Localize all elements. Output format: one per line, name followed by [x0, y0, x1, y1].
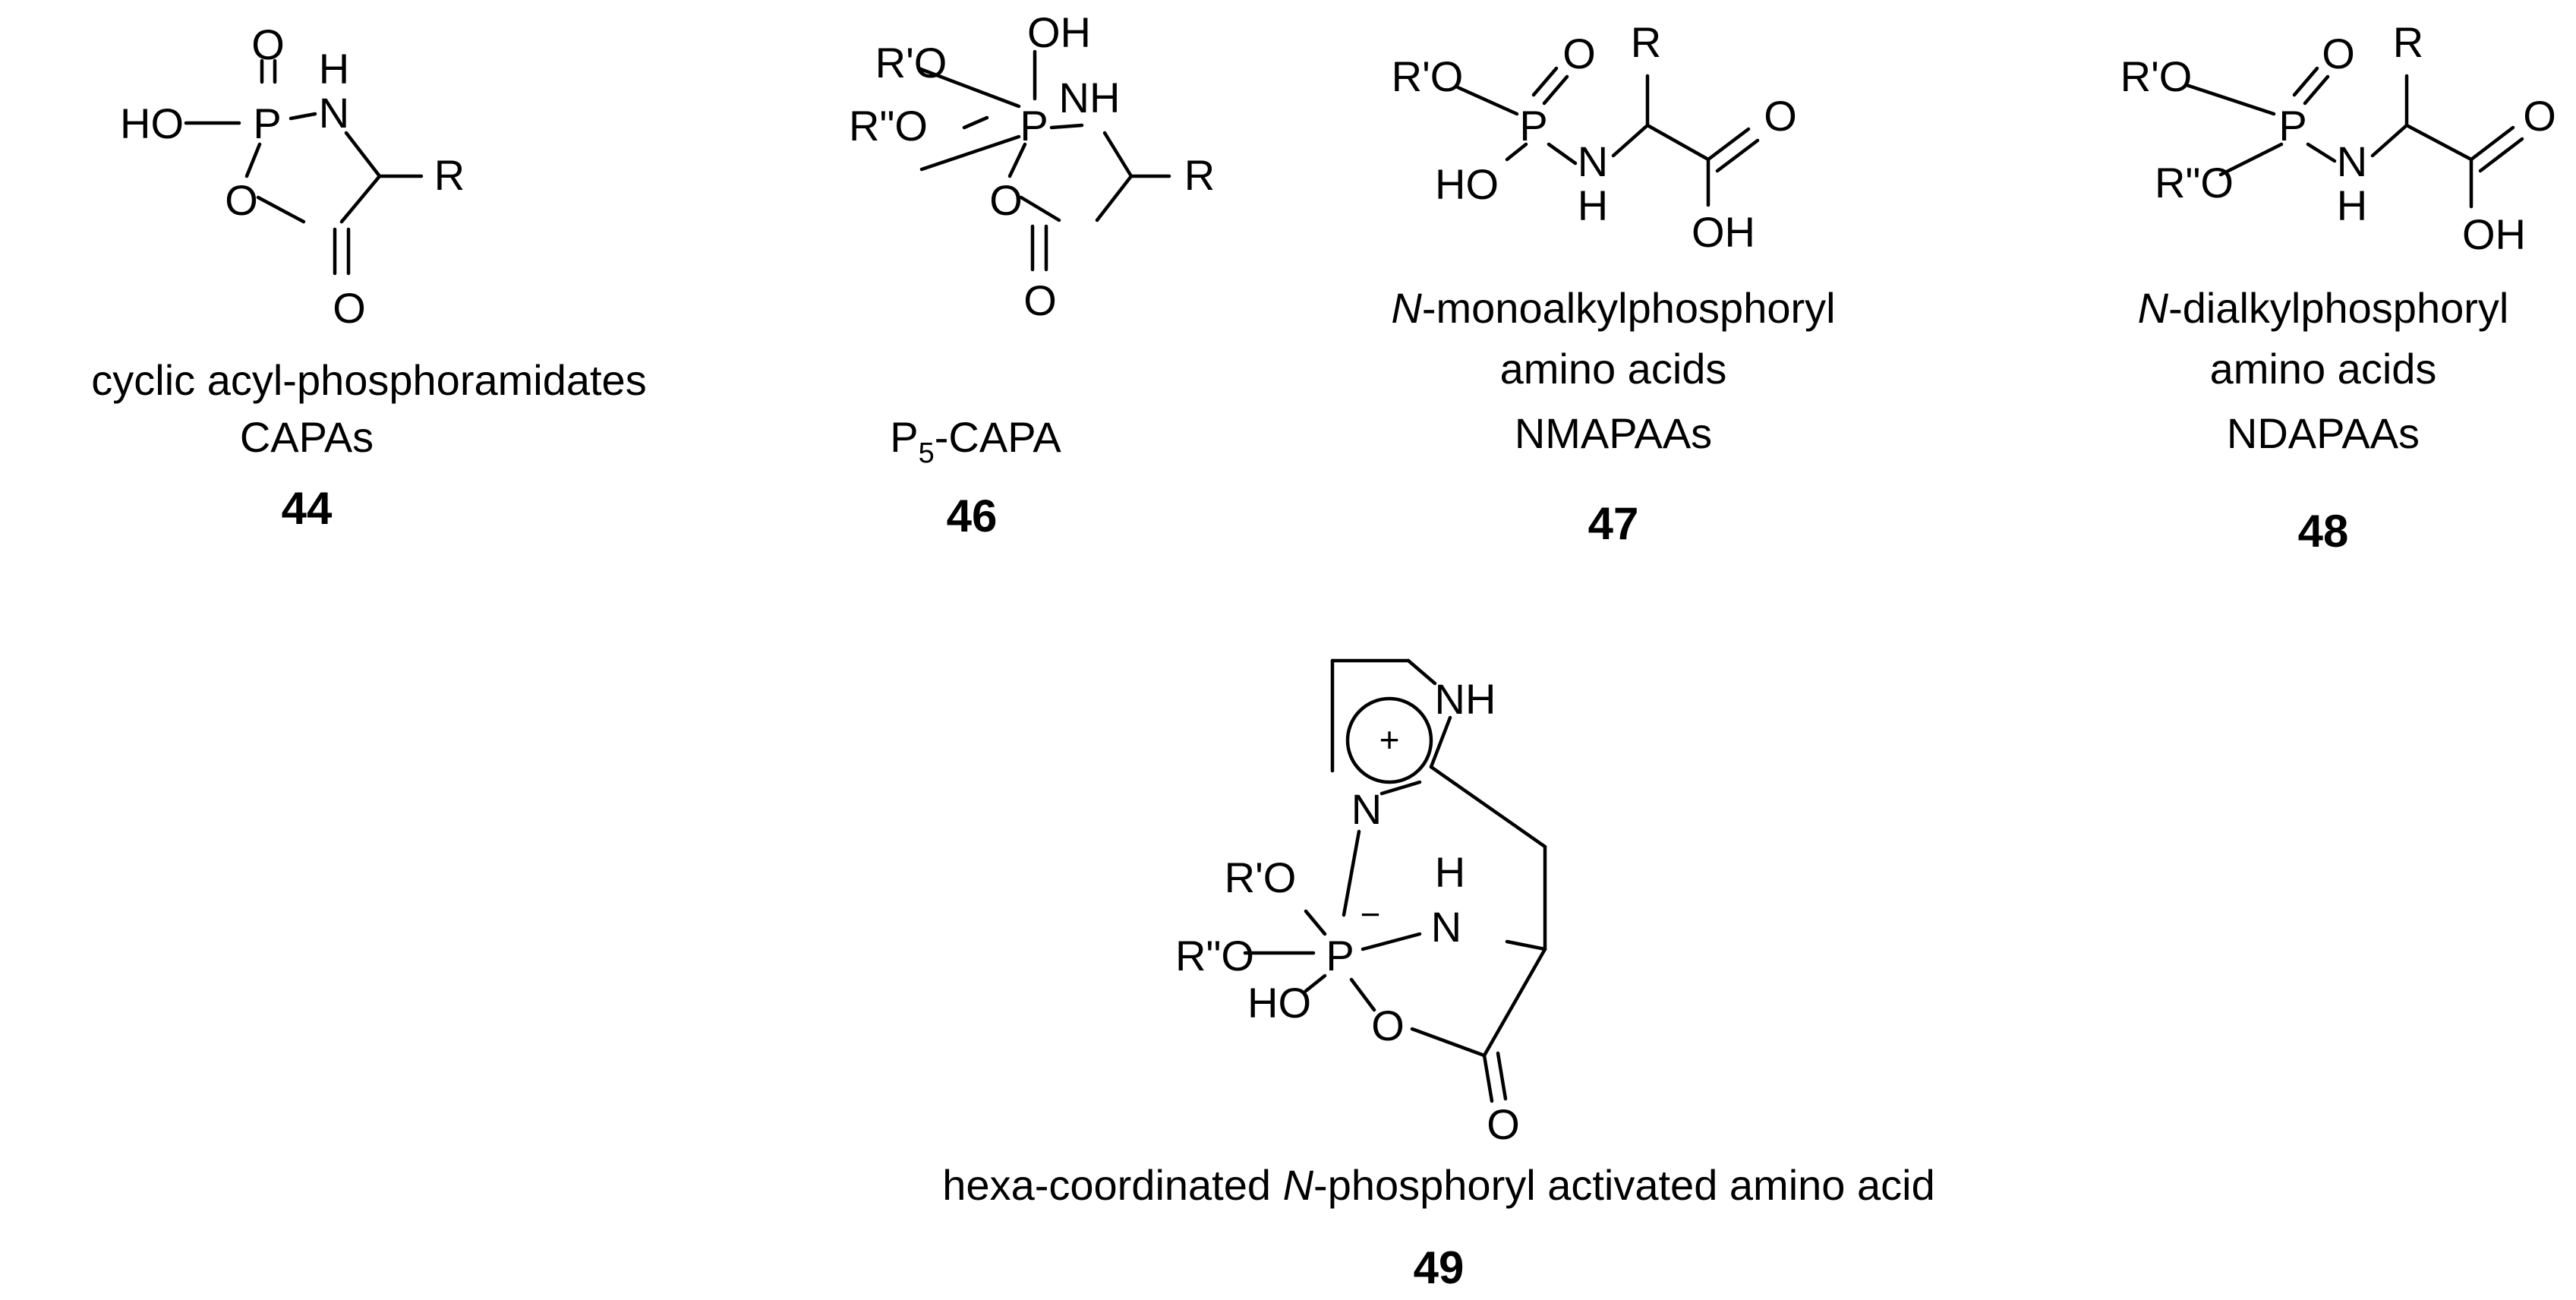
r-47: R: [1631, 18, 1661, 66]
oh-48: OH: [2462, 210, 2526, 258]
acid-o-47: O: [1764, 92, 1797, 140]
n-ring-49: N: [1351, 785, 1382, 833]
n-48: N: [2337, 137, 2367, 185]
h-44: H: [319, 45, 349, 93]
caption-48-line3: NDAPAAs: [2227, 409, 2420, 457]
ho-44: HO: [120, 99, 184, 147]
n-47: N: [1578, 137, 1608, 185]
carbonyl-o-44: O: [333, 284, 366, 332]
label-46: 46: [947, 491, 998, 541]
ho-49: HO: [1247, 979, 1311, 1027]
rppo-46: R"O: [849, 102, 928, 150]
structure-48: R'O O P R"O N H R O OH N-dialkylphosphor…: [2120, 18, 2556, 557]
nh-46: NH: [1059, 74, 1121, 121]
ring-o-49: O: [1371, 1002, 1405, 1049]
p-47: P: [1519, 102, 1547, 150]
caption-44-line2: CAPAs: [240, 413, 374, 461]
rpo-46: R'O: [875, 39, 947, 87]
oh-47: OH: [1692, 208, 1755, 256]
h-49: H: [1435, 848, 1465, 896]
structure-44: O H HO P N R O O cyclic acyl-phosphorami…: [91, 21, 646, 534]
acid-o-48: O: [2523, 92, 2556, 140]
oxo-o-48: O: [2322, 30, 2355, 77]
rpo-49: R'O: [1225, 854, 1297, 901]
p-48: P: [2278, 102, 2306, 150]
label-48: 48: [2298, 506, 2349, 557]
aromatic-ring-circle: [1345, 696, 1433, 784]
label-47: 47: [1588, 498, 1639, 549]
caption-49: hexa-coordinated N-phosphoryl activated …: [942, 1161, 1934, 1209]
structure-46: OH R'O R"O P NH R O O P5-CAPA 46: [849, 8, 1215, 541]
n-49: N: [1431, 903, 1461, 951]
ring-o-46: O: [989, 176, 1023, 224]
structure-47: R'O O P HO N H R O OH N-monoalkylphospho…: [1391, 18, 1835, 549]
rppo-48: R"O: [2155, 159, 2234, 207]
label-44: 44: [282, 483, 333, 534]
label-49: 49: [1414, 1242, 1465, 1293]
structure-49: + NH N R'O H − R"O P N HO O O hexa-coord…: [942, 658, 1935, 1293]
p-44: P: [253, 99, 281, 147]
h-47: H: [1578, 181, 1608, 229]
caption-47-line2: amino acids: [1500, 345, 1727, 393]
rppo-49: R"O: [1175, 932, 1254, 980]
ring-o-44: O: [225, 176, 258, 224]
minus-charge: −: [1361, 895, 1381, 934]
carbonyl-o-46: O: [1023, 276, 1057, 324]
r-48: R: [2393, 18, 2423, 66]
rpo-47: R'O: [1392, 52, 1464, 100]
caption-47-line3: NMAPAAs: [1515, 409, 1712, 457]
r-44: R: [434, 151, 465, 199]
oxo-o-44: O: [251, 21, 285, 68]
r-46: R: [1184, 151, 1215, 199]
p-49: P: [1326, 932, 1354, 980]
rpo-48: R'O: [2120, 52, 2193, 100]
nh-49: NH: [1435, 675, 1496, 723]
ho-47: HO: [1435, 160, 1499, 208]
caption-46: P5-CAPA: [890, 413, 1061, 469]
plus-charge: +: [1379, 720, 1400, 759]
oxo-o-47: O: [1562, 30, 1596, 77]
n-44: N: [319, 89, 349, 137]
caption-48-line1: N-dialkylphosphoryl: [2138, 284, 2509, 332]
h-48: H: [2337, 181, 2367, 229]
caption-47-line1: N-monoalkylphosphoryl: [1391, 284, 1835, 332]
oh-46: OH: [1027, 8, 1091, 56]
caption-48-line2: amino acids: [2210, 345, 2437, 393]
carbonyl-o-49: O: [1487, 1100, 1520, 1148]
caption-44-line1: cyclic acyl-phosphoramidates: [91, 356, 646, 404]
p-46: P: [1020, 102, 1048, 150]
